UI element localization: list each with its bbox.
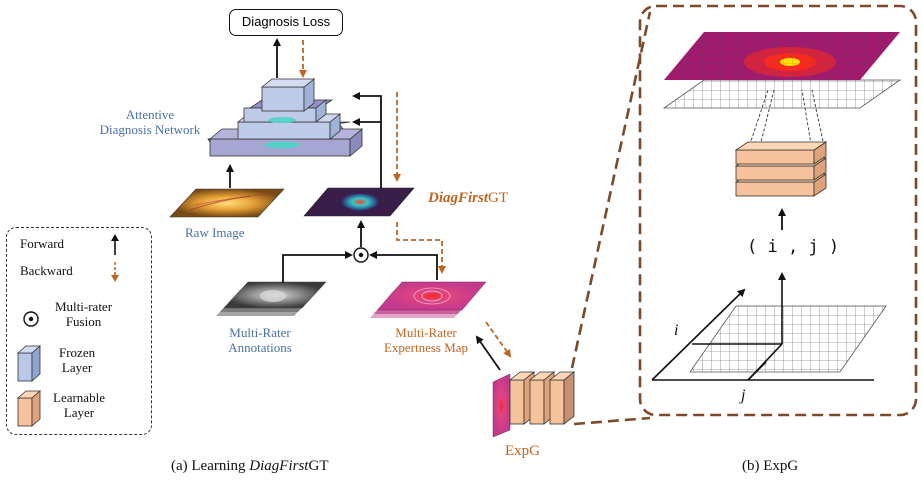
expertness-map-stack: [370, 281, 487, 318]
raw-image-label: Raw Image: [185, 225, 245, 240]
legend-learnable-line-2: Layer: [63, 404, 95, 420]
axis-i-label: i: [674, 322, 679, 339]
forward-arrows: [226, 38, 786, 371]
diagnosis-loss-box: Diagnosis Loss: [229, 9, 343, 36]
legend-frozen-layer-icon: [16, 345, 42, 382]
attentive-network-line-1: Attentive: [125, 107, 175, 122]
axis-j-label: j: [741, 387, 746, 404]
coordinate-label: ( i , j ): [747, 237, 840, 257]
expg-module: [492, 371, 576, 438]
annotations-line-1: Multi-Rater: [229, 325, 291, 340]
attentive-diagnosis-network: [207, 78, 364, 157]
coordinate-grid: [651, 272, 887, 381]
expg-label: ExpG: [505, 443, 540, 459]
receptive-field-lines: [747, 89, 825, 151]
legend-learnable-label: Learnable Layer: [53, 390, 105, 421]
caption-a-prefix: (a) Learning: [171, 458, 250, 474]
diagnosis-loss-label: Diagnosis Loss: [241, 14, 331, 29]
expertness-line-1: Multi-Rater: [395, 325, 457, 340]
legend-fusion-line-2: Fusion: [65, 313, 102, 329]
diagfirst-gt-label: DiagFirstGT: [428, 190, 508, 207]
expg-layer-stack: [734, 141, 828, 197]
expertness-map-label: Multi-Rater Expertness Map: [366, 325, 486, 356]
raw-image: [169, 188, 285, 218]
zoom-connectors: [570, 11, 652, 426]
expg-panel-frame: [638, 4, 918, 417]
legend-fusion-line-1: Multi-rater: [55, 299, 113, 314]
caption-a-italic: DiagFirst: [249, 458, 309, 474]
legend-backward-label: Backward: [20, 263, 73, 278]
caption-a-suffix: GT: [308, 458, 329, 474]
expertness-line-2: Expertness Map: [383, 339, 469, 355]
legend-box: Forward Backward Multi-rater Fusion Froz…: [6, 227, 152, 435]
fusion-operator: [353, 247, 369, 263]
legend-fusion-icon: [23, 311, 39, 327]
legend-fusion-label: Multi-rater Fusion: [55, 299, 113, 330]
legend-forward-label: Forward: [20, 236, 65, 251]
diagfirst-gt-plain: GT: [488, 190, 509, 206]
expg-output-map: [662, 32, 902, 109]
legend-frozen-label: Frozen Layer: [59, 345, 96, 376]
backward-arrows: [299, 40, 512, 358]
annotations-line-2: Annotations: [228, 339, 292, 355]
legend-backward-arrow: [111, 262, 119, 282]
multi-rater-annotations-label: Multi-Rater Annotations: [210, 325, 310, 356]
legend-frozen-line-1: Frozen: [59, 345, 96, 360]
legend-forward-arrow: [111, 234, 119, 255]
attentive-network-line-2: Diagnosis Network: [99, 121, 201, 137]
legend-learnable-layer-icon: [16, 390, 42, 427]
legend-frozen-line-2: Layer: [61, 359, 93, 375]
caption-a: (a) Learning DiagFirstGT: [171, 458, 328, 475]
diagfirst-gt-map: [303, 187, 415, 217]
multi-rater-annotations-stack: [216, 281, 327, 316]
legend-learnable-line-1: Learnable: [53, 390, 105, 405]
caption-b: (b) ExpG: [742, 458, 799, 474]
diagfirst-gt-italic: DiagFirst: [428, 190, 489, 206]
attentive-network-label: Attentive Diagnosis Network: [80, 107, 220, 138]
